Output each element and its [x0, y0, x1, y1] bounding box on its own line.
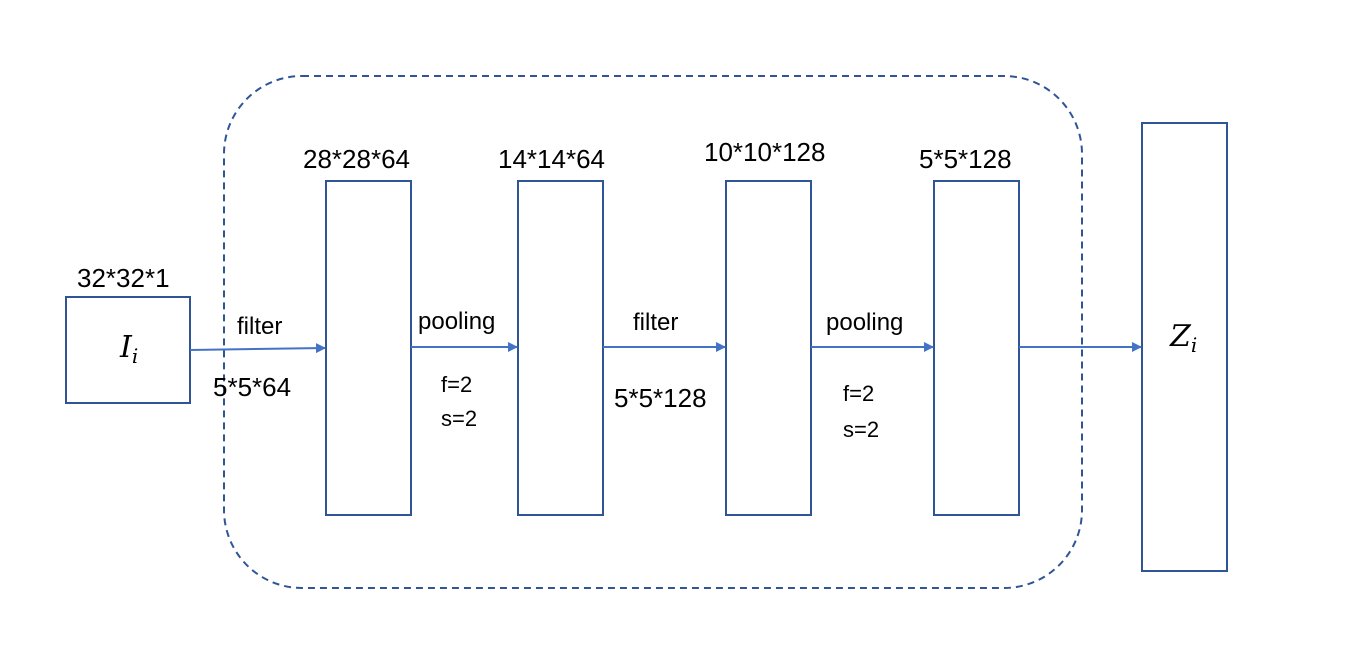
layer-2-size-label: 14*14*64 — [498, 144, 605, 174]
layer-3-size-label: 10*10*128 — [704, 137, 826, 167]
feature-map-box-4 — [933, 180, 1020, 516]
op-4-param-s: s=2 — [843, 417, 880, 442]
input-symbol: Ii — [120, 330, 139, 368]
op-3-name: filter — [633, 309, 679, 336]
op-1-name: filter — [237, 313, 283, 340]
layer-1-size-label: 28*28*64 — [303, 144, 410, 174]
op-2-param-f: f=2 — [441, 372, 473, 397]
op-1-param-filter-size: 5*5*64 — [213, 372, 292, 402]
cnn-block-dashed-border — [223, 75, 1083, 589]
feature-map-box-2 — [517, 180, 604, 516]
op-2-name: pooling — [418, 308, 496, 335]
op-3-param-filter-size: 5*5*128 — [614, 383, 707, 413]
output-symbol-subscript: i — [1190, 333, 1198, 357]
op-4-name: pooling — [826, 309, 904, 336]
op-4-param-f: f=2 — [843, 381, 875, 406]
layer-4-size-label: 5*5*128 — [919, 144, 1012, 174]
output-box — [1141, 122, 1228, 572]
arrow-input-to-map1 — [189, 343, 326, 354]
input-symbol-letter: I — [120, 330, 132, 365]
input-size-label: 32*32*1 — [77, 263, 170, 293]
output-symbol: Zi — [1170, 319, 1198, 357]
output-symbol-letter: Z — [1170, 319, 1191, 354]
feature-map-box-1 — [325, 180, 412, 516]
input-symbol-subscript: i — [131, 344, 139, 368]
op-2-param-s: s=2 — [441, 406, 478, 431]
feature-map-box-3 — [725, 180, 812, 516]
